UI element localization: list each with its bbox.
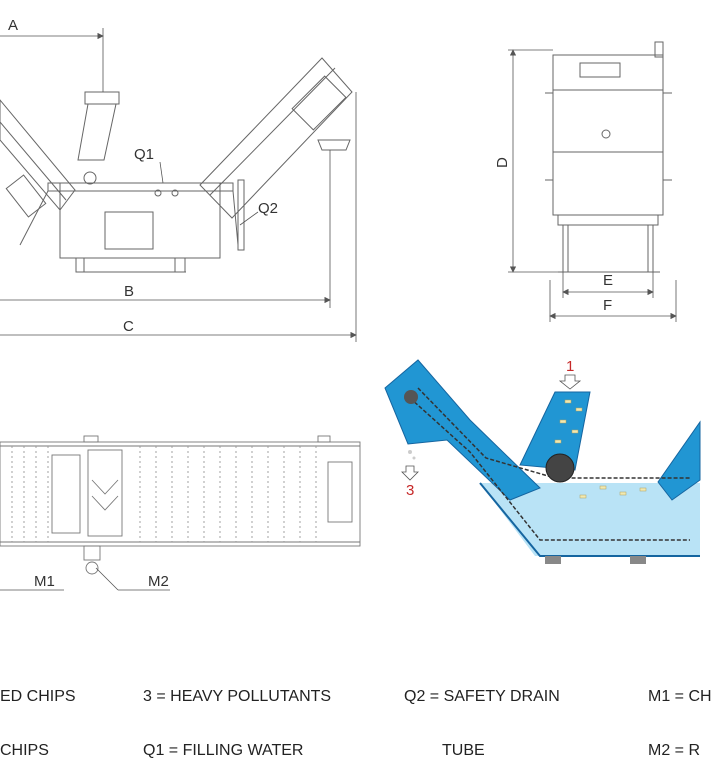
dim-label-a: A <box>8 17 18 34</box>
dimension-lines-front <box>508 49 677 322</box>
technical-drawing: A B C Q1 Q2 D E F <box>0 17 701 591</box>
sprocket <box>404 390 418 404</box>
dim-label-f: F <box>603 297 612 314</box>
legend-col-3: Q2 = SAFETY DRAIN TUBE <box>404 652 560 778</box>
callout-m2: M2 <box>148 573 169 590</box>
legend-line: ED CHIPS <box>0 688 76 705</box>
water-area <box>480 483 700 556</box>
right-arm-casing <box>657 420 701 501</box>
dim-label-d: D <box>494 157 511 168</box>
legend-line: Q1 = FILLING WATER <box>143 742 304 759</box>
callout-m1: M1 <box>34 573 55 590</box>
flow-number-1: 1 <box>566 358 574 375</box>
plan-view <box>0 435 361 575</box>
legend-line: M1 = CH <box>648 688 712 705</box>
legend-col-1: ED CHIPS CHIPS <box>0 652 76 778</box>
drum <box>545 453 575 483</box>
legend-line: 3 = HEAVY POLLUTANTS <box>143 688 332 705</box>
legend-line: CHIPS <box>0 742 49 759</box>
legend-line: M2 = R <box>648 742 701 759</box>
legend-col-2: 3 = HEAVY POLLUTANTS Q1 = FILLING WATER <box>143 652 331 778</box>
side-elevation-view <box>0 57 353 273</box>
front-view <box>545 41 672 273</box>
legend-line: TUBE <box>442 742 485 759</box>
legend-line: Q2 = SAFETY DRAIN <box>404 688 560 705</box>
dim-label-c: C <box>123 318 134 335</box>
flow-number-3: 3 <box>406 482 414 499</box>
callout-lines-plan <box>0 567 170 591</box>
legend-col-4: M1 = CH M2 = R <box>648 652 712 778</box>
callout-q2: Q2 <box>258 200 278 217</box>
dim-label-b: B <box>124 283 134 300</box>
dim-label-e: E <box>603 272 613 289</box>
left-arm-casing <box>384 359 541 501</box>
cutaway-view <box>384 359 701 564</box>
dimension-lines-side <box>0 28 357 342</box>
callout-q1: Q1 <box>134 146 154 163</box>
